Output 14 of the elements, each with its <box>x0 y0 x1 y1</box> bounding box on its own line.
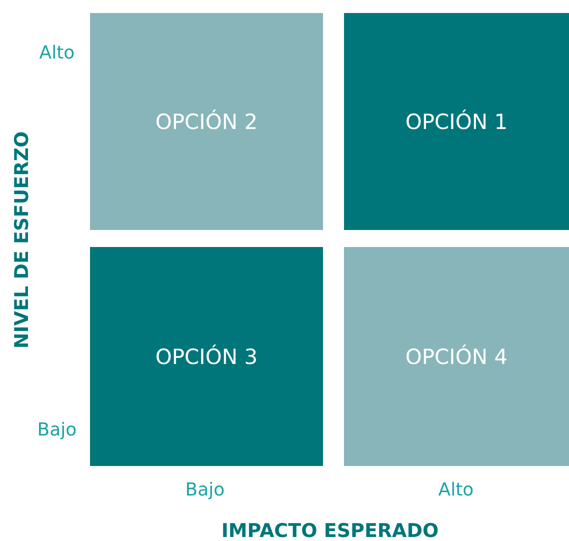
axis-tick-label: Bajo <box>37 420 77 440</box>
quadrant-box <box>90 247 323 466</box>
quadrant-box <box>344 13 569 230</box>
quadrant-label: OPCIÓN 3 <box>155 344 258 368</box>
quadrant-label: OPCIÓN 4 <box>405 344 508 368</box>
quadrant-box <box>90 13 323 230</box>
axis-title: NIVEL DE ESFUERZO <box>11 131 33 349</box>
axis-tick-label: Bajo <box>185 480 225 500</box>
quadrant-label: OPCIÓN 1 <box>405 110 508 134</box>
axis-title: IMPACTO ESPERADO <box>221 520 439 541</box>
axis-tick-label: Alto <box>39 42 75 64</box>
axis-tick-label: Alto <box>438 480 474 500</box>
quadrant-box <box>344 247 569 466</box>
quadrant-label: OPCIÓN 2 <box>155 110 258 134</box>
